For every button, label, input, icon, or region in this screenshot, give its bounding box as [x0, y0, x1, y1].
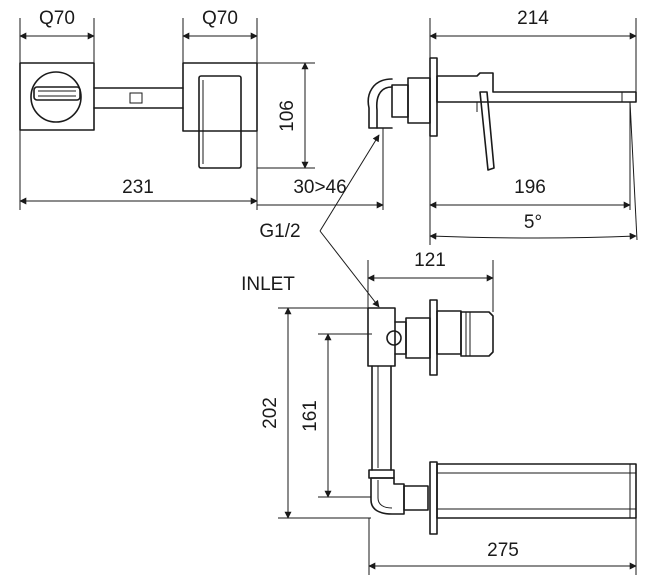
- side-view: [367, 57, 637, 171]
- upper-nut: [405, 317, 431, 359]
- plan-wall-plate-bottom: [429, 461, 438, 535]
- side-lever: [479, 91, 495, 171]
- valve-handle: [460, 311, 494, 357]
- dim-275: 275: [487, 540, 519, 561]
- label-inlet: INLET: [241, 274, 295, 295]
- spout-outlet-body: [198, 75, 242, 169]
- lower-elbow: [370, 477, 405, 515]
- front-view-dimensions: Q70 Q70 106 231: [19, 8, 315, 210]
- valve-body: [436, 310, 462, 355]
- handle-square-plate: [19, 62, 95, 131]
- dim-106: 106: [277, 100, 298, 132]
- dim-30-46: 30>46: [293, 177, 346, 198]
- dim-161: 161: [300, 400, 321, 432]
- label-g1-2: G1/2: [259, 221, 300, 242]
- pipe-collar: [368, 469, 395, 479]
- handle-lever: [33, 86, 81, 101]
- side-view-dimensions: 214 30>46 196 5°: [257, 8, 638, 245]
- spout-plate: [182, 62, 258, 132]
- handle-circle: [30, 71, 82, 123]
- dim-121: 121: [414, 250, 446, 271]
- g12-leader-lower: [319, 230, 380, 308]
- plan-spout: [436, 463, 637, 519]
- dim-196: 196: [514, 177, 546, 198]
- dim-q70-left: Q70: [39, 8, 75, 29]
- dim-231: 231: [122, 177, 154, 198]
- connector-ring: [386, 330, 402, 346]
- dim-line-5-deg: [429, 232, 637, 240]
- side-wall-plate: [429, 57, 438, 137]
- bottom-view: [367, 299, 637, 535]
- dim-q70-right: Q70: [202, 8, 238, 29]
- tube-window: [129, 92, 143, 104]
- side-spout: [436, 72, 637, 103]
- side-connector-nut: [391, 84, 409, 118]
- side-elbow: [367, 78, 393, 129]
- dim-202: 202: [260, 397, 281, 429]
- dim-5-deg: 5°: [524, 212, 542, 233]
- inlet-block: [367, 307, 396, 367]
- lower-nut: [403, 485, 429, 511]
- g12-leader-upper: [319, 134, 380, 232]
- bottom-view-dimensions: 121 202 161 275: [260, 250, 637, 575]
- plan-wall-plate-top: [429, 299, 438, 376]
- dim-214: 214: [517, 8, 549, 29]
- thread-callout: G1/2 INLET: [241, 134, 380, 308]
- front-view: [19, 62, 258, 169]
- side-body: [407, 77, 431, 124]
